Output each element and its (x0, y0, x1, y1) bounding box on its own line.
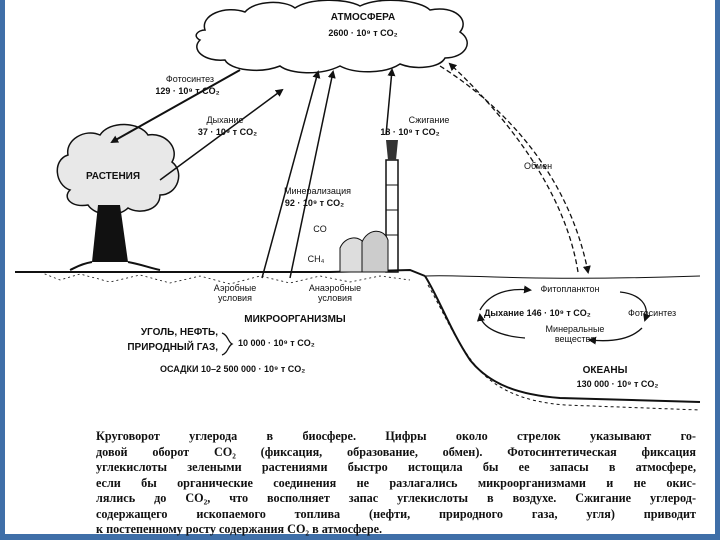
atmosphere-value: 2600 · 10⁹ т CO₂ (328, 28, 398, 38)
caption-line: к постепенному росту содержания CO₂ в ат… (96, 522, 383, 536)
mineralization-arrow (261, 70, 321, 279)
aerobic-label: Аэробные условия (213, 283, 257, 303)
combustion-value: 18 · 10⁹ т CO₂ (380, 127, 440, 137)
caption-line: углекислоты зелеными растениями быстро и… (96, 460, 696, 474)
ocean-cycle-top (479, 285, 532, 311)
respiration-label: Дыхание (206, 115, 244, 125)
coal-oil-label: УГОЛЬ, НЕФТЬ, (140, 327, 218, 338)
exchange-arrow-2 (448, 62, 579, 273)
exchange-arrow-1 (439, 65, 591, 274)
microbe-to-atmosphere-arrow (289, 70, 336, 279)
minerals-label: Минеральные вещества (545, 324, 605, 344)
caption-line: довой оборот CO₂ (фиксация, образование,… (96, 444, 696, 459)
oceans-title: ОКЕАНЫ (582, 365, 628, 376)
caption-line: лялись до CO₂, что восполняет запас угле… (96, 491, 696, 505)
anaerobic-label: Анаэробные условия (308, 283, 362, 303)
plants-label: РАСТЕНИЯ (85, 171, 141, 182)
respiration-value: 37 · 10⁹ т CO₂ (197, 127, 258, 137)
fossil-value: 10 000 · 10⁹ т CO₂ (238, 338, 315, 348)
ocean-photosynthesis-label: Фотосинтез (628, 308, 677, 318)
ch4-label: CH₄ (307, 254, 325, 264)
caption-line: Круговорот углерода в биосфере. Цифры ок… (96, 429, 696, 443)
industry-buildings (339, 230, 389, 273)
ocean-respiration-label: Дыхание 146 · 10⁹ т CO₂ (484, 308, 591, 318)
sediments-label: ОСАДКИ 10–2 500 000 · 10⁹ т CO₂ (160, 364, 306, 374)
mineralization-label: Минерализация (284, 186, 351, 196)
phytoplankton-label: Фитопланктон (540, 284, 600, 294)
respiration-arrow (159, 88, 284, 181)
oceans-value: 130 000 · 10⁹ т CO₂ (576, 379, 659, 389)
caption-line: содержащего ископаемого топлива (нефти, … (96, 506, 696, 521)
chimney-illustration (385, 140, 399, 273)
tree-illustration (56, 123, 180, 271)
atmosphere-title: АТМОСФЕРА (330, 12, 396, 23)
ocean-floor (424, 275, 701, 403)
carbon-cycle-diagram (15, 0, 701, 411)
co-label: CO (313, 224, 327, 234)
ocean-cycle-left (476, 313, 526, 339)
microorganisms-label: МИКРООРГАНИЗМЫ (244, 314, 346, 325)
exchange-label: Обмен (523, 161, 553, 171)
combustion-label: Сжигание (408, 115, 450, 125)
ocean-surface (424, 275, 701, 279)
caption-line: если бы органические соединения не разла… (96, 475, 696, 490)
photosynthesis-arrow (110, 69, 241, 143)
atmosphere-cloud (195, 0, 468, 74)
ocean-cycle-bottom (588, 327, 643, 345)
photosynthesis-label: Фотосинтез (165, 74, 215, 84)
natural-gas-label: ПРИРОДНЫЙ ГАЗ, (127, 342, 218, 353)
ocean-cycle-right (619, 291, 651, 322)
figure-caption: Круговорот углерода в биосфере. Цифры ок… (96, 429, 696, 538)
photosynthesis-value: 129 · 10⁹ т CO₂ (155, 86, 220, 96)
frame-left-border (0, 0, 5, 540)
fossil-brace (221, 332, 234, 356)
combustion-arrow (385, 68, 396, 136)
mineralization-value: 92 · 10⁹ т CO₂ (284, 198, 345, 208)
frame-bottom-border (0, 534, 720, 540)
frame-right-border (715, 0, 720, 540)
